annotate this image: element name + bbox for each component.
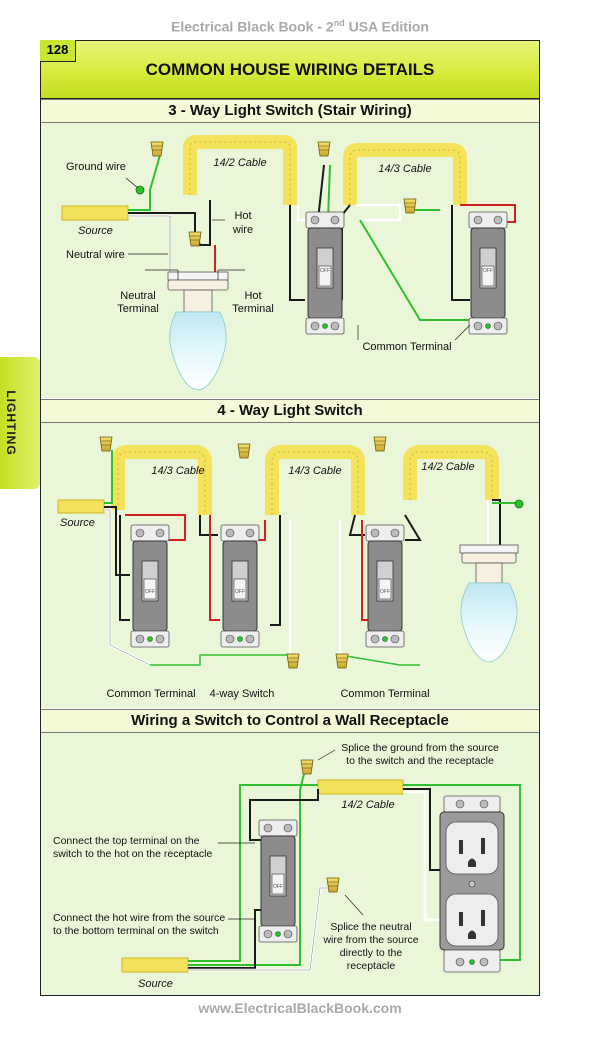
three-way-diagram: OFF OFF Ground wire Source Neutral wire … [61, 135, 516, 391]
label-source: Source [138, 978, 173, 990]
book-header: Electrical Black Book - 2nd USA Edition [0, 18, 600, 35]
label-splice-ground-1: Splice the ground from the source [341, 742, 499, 754]
wall-receptacle [439, 795, 505, 973]
footer-url[interactable]: www.ElectricalBlackBook.com [198, 1000, 402, 1016]
section-title-three-way: 3 - Way Light Switch (Stair Wiring) [41, 99, 539, 123]
label-connect-top-1: Connect the top terminal on the [53, 835, 200, 847]
label-4way-switch: 4-way Switch [210, 688, 275, 700]
switch-face-label: OFF [273, 884, 283, 890]
label-splice-neutral-4: receptacle [347, 960, 396, 972]
light-bulb-icon [169, 311, 227, 391]
cable-c-jacket [403, 445, 499, 500]
label-neutral-terminal-2: Terminal [117, 303, 159, 315]
label-cable-a: 14/3 Cable [151, 465, 204, 477]
light-bulb-icon [460, 582, 518, 663]
label-hot-terminal-2: Terminal [232, 303, 274, 315]
label-splice-neutral-2: wire from the source [322, 934, 418, 946]
switch-face-label: OFF [320, 268, 330, 274]
label-splice-ground-2: to the switch and the receptacle [346, 755, 494, 767]
label-connect-hot-2: to the bottom terminal on the switch [53, 925, 219, 937]
cable-14-2-jacket [183, 135, 297, 205]
label-cable-14-2: 14/2 Cable [213, 157, 266, 169]
receptacle-diagram: OFF Splice the ground from the s [53, 742, 521, 990]
section-title-four-way: 4 - Way Light Switch [41, 399, 539, 423]
cable-14-3-jacket [343, 143, 467, 205]
switch-face-label: OFF [235, 589, 245, 595]
section-title-receptacle: Wiring a Switch to Control a Wall Recept… [41, 709, 539, 733]
label-common-terminal: Common Terminal [362, 341, 451, 353]
label-ground-wire: Ground wire [66, 161, 126, 173]
switch-3way-b [365, 524, 405, 648]
book-title: Electrical Black Book - 2 [171, 18, 334, 35]
label-neutral-terminal-1: Neutral [120, 290, 155, 302]
page-frame [40, 40, 540, 996]
page-number: 128 [40, 40, 76, 62]
title-band [41, 41, 539, 99]
label-common-terminal-left: Common Terminal [106, 688, 195, 700]
label-cable-c: 14/2 Cable [421, 461, 474, 473]
label-cable-14-2: 14/2 Cable [341, 799, 394, 811]
switch-face-label: OFF [483, 268, 493, 274]
label-splice-neutral-1: Splice the neutral [330, 921, 411, 933]
label-cable-b: 14/3 Cable [288, 465, 341, 477]
edition-rest: USA Edition [344, 18, 429, 35]
cable-b-jacket [265, 445, 365, 515]
switch-face-label: OFF [380, 589, 390, 595]
label-source: Source [78, 225, 113, 237]
page-title: COMMON HOUSE WIRING DETAILS [145, 60, 435, 79]
label-connect-top-2: switch to the hot on the receptacle [53, 848, 213, 860]
source-cable-jacket [121, 957, 189, 973]
switch-4way [220, 524, 260, 648]
label-splice-neutral-3: directly to the [340, 947, 403, 959]
label-cable-14-3: 14/3 Cable [378, 163, 431, 175]
lighting-tab[interactable] [0, 357, 40, 489]
label-hot-wire-2: wire [232, 224, 253, 236]
label-source: Source [60, 517, 95, 529]
switch-receptacle [258, 819, 298, 943]
switch-3way-a [130, 524, 170, 648]
label-common-terminal-right: Common Terminal [340, 688, 429, 700]
four-way-diagram: OFF OFF OFF Source 14/3 Cable 14/3 Cable… [57, 436, 524, 700]
label-hot-terminal-1: Hot [244, 290, 261, 302]
cable-14-2-jacket [317, 779, 404, 795]
switch-face-label: OFF [145, 589, 155, 595]
ground-dot [514, 499, 524, 509]
label-connect-hot-1: Connect the hot wire from the source [53, 912, 225, 924]
cable-a-jacket [111, 445, 212, 515]
edition-sup: nd [333, 18, 345, 28]
label-neutral-wire: Neutral wire [66, 249, 125, 261]
label-hot-wire-1: Hot [234, 210, 251, 222]
